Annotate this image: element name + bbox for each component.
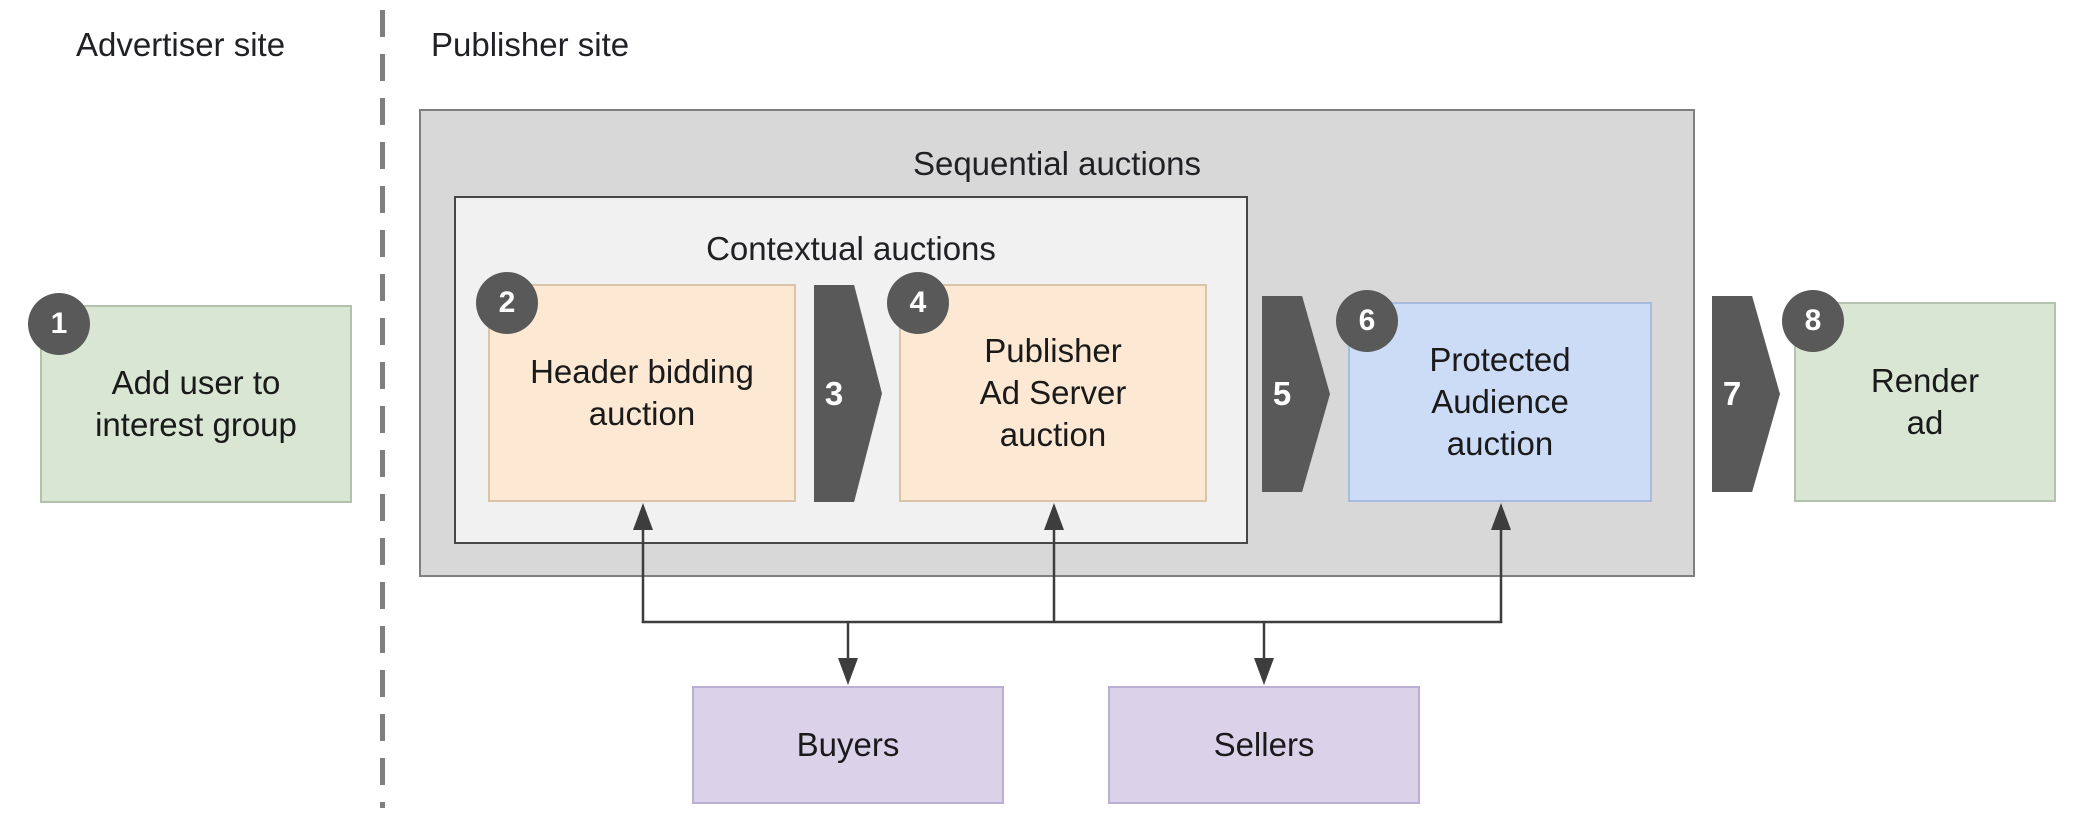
header-bidding-label: Header bidding auction xyxy=(530,352,754,432)
step-badge-4: 4 xyxy=(887,272,949,334)
sequential-auctions-title: Sequential auctions xyxy=(912,145,1202,182)
buyers-label: Buyers xyxy=(796,725,900,763)
publisher-ad-server-label: Publisher Ad Server auction xyxy=(979,331,1127,454)
step-badge-1: 1 xyxy=(28,293,90,355)
arrow-3-number: 3 xyxy=(824,374,844,412)
step-badge-8: 8 xyxy=(1782,290,1844,352)
node-sellers: Sellers xyxy=(1108,686,1420,804)
flow-arrow-7: 7 xyxy=(1712,296,1780,492)
arrow-7-number: 7 xyxy=(1722,375,1742,412)
site-divider xyxy=(380,10,385,808)
node-protected-audience: 6 Protected Audience auction xyxy=(1336,290,1652,502)
node-render-ad: 8 Render ad xyxy=(1782,290,2056,502)
step-badge-6: 6 xyxy=(1336,290,1398,352)
contextual-auctions-title: Contextual auctions xyxy=(706,230,996,267)
add-user-label: Add user to interest group xyxy=(95,363,297,443)
node-publisher-ad-server: 4 Publisher Ad Server auction xyxy=(887,272,1207,502)
arrow-5-number: 5 xyxy=(1272,375,1292,412)
publisher-site-label: Publisher site xyxy=(431,26,630,63)
step-badge-2: 2 xyxy=(476,272,538,334)
node-buyers: Buyers xyxy=(692,686,1004,804)
node-add-user: 1 Add user to interest group xyxy=(28,293,352,503)
sellers-label: Sellers xyxy=(1213,725,1315,763)
advertiser-site-label: Advertiser site xyxy=(76,26,286,63)
render-ad-label: Render ad xyxy=(1870,361,1980,441)
node-header-bidding: 2 Header bidding auction xyxy=(476,272,796,502)
protected-audience-label: Protected Audience auction xyxy=(1429,340,1571,463)
